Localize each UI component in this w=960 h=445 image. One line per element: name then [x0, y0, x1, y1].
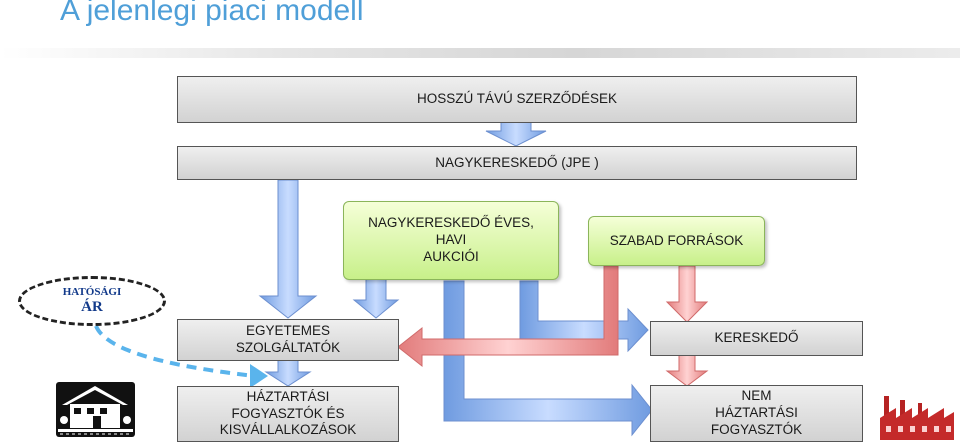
regulated-price-link — [94, 325, 256, 378]
arrow-retailer-to-nonhousehold — [665, 354, 709, 387]
non-household-box: NEM HÁZTARTÁSI FOGYASZTÓK — [650, 385, 863, 442]
universal-providers-label: EGYETEMES SZOLGÁLTATÓK — [235, 323, 341, 355]
retailer-box: KERESKEDŐ — [650, 321, 863, 356]
arrow-auctions-to-nonhousehold — [443, 280, 653, 437]
arrow-wholesaler-to-universal — [258, 179, 318, 319]
arrow-universal-to-households — [264, 359, 312, 387]
non-household-label: NEM HÁZTARTÁSI FOGYASZTÓK — [710, 388, 803, 437]
households-label: HÁZTARTÁSI FOGYASZTÓK ÉS KISVÁLLALKOZÁSO… — [219, 388, 357, 438]
arrow-free-to-retailer — [665, 265, 709, 323]
arrow-contracts-to-wholesaler — [485, 121, 547, 147]
auctions-box: NAGYKERESKEDŐ ÉVES, HAVI AUKCIÓI — [343, 201, 559, 280]
wholesaler-label: NAGYKERESKEDŐ (JPE ) — [435, 154, 599, 170]
universal-providers-box: EGYETEMES SZOLGÁLTATÓK — [177, 319, 399, 361]
slide-title: A jelenlegi piaci modell — [60, 0, 364, 27]
house-icon — [56, 382, 135, 437]
regulated-price-link-arrowhead — [250, 364, 268, 388]
factory-icon — [880, 396, 954, 440]
wholesaler-box: NAGYKERESKEDŐ (JPE ) — [177, 146, 857, 180]
title-underline — [0, 48, 960, 58]
long-term-contracts-label: HOSSZÚ TÁVÚ SZERZŐDÉSEK — [416, 91, 618, 107]
arrow-auctions-to-universal — [352, 278, 400, 319]
regulated-price-ellipse: HATÓSÁGI ÁR — [18, 276, 166, 326]
retailer-label: KERESKEDŐ — [714, 330, 799, 346]
free-sources-label: SZABAD FORRÁSOK — [609, 232, 744, 248]
auctions-label: NAGYKERESKEDŐ ÉVES, HAVI AUKCIÓI — [368, 215, 534, 264]
regulated-price-line2: ÁR — [81, 299, 103, 315]
long-term-contracts-box: HOSSZÚ TÁVÚ SZERZŐDÉSEK — [177, 76, 857, 123]
households-box: HÁZTARTÁSI FOGYASZTÓK ÉS KISVÁLLALKOZÁSO… — [177, 386, 399, 442]
free-sources-box: SZABAD FORRÁSOK — [588, 216, 765, 266]
regulated-price-line1: HATÓSÁGI — [62, 286, 122, 298]
arrow-free-to-universal — [397, 265, 619, 368]
